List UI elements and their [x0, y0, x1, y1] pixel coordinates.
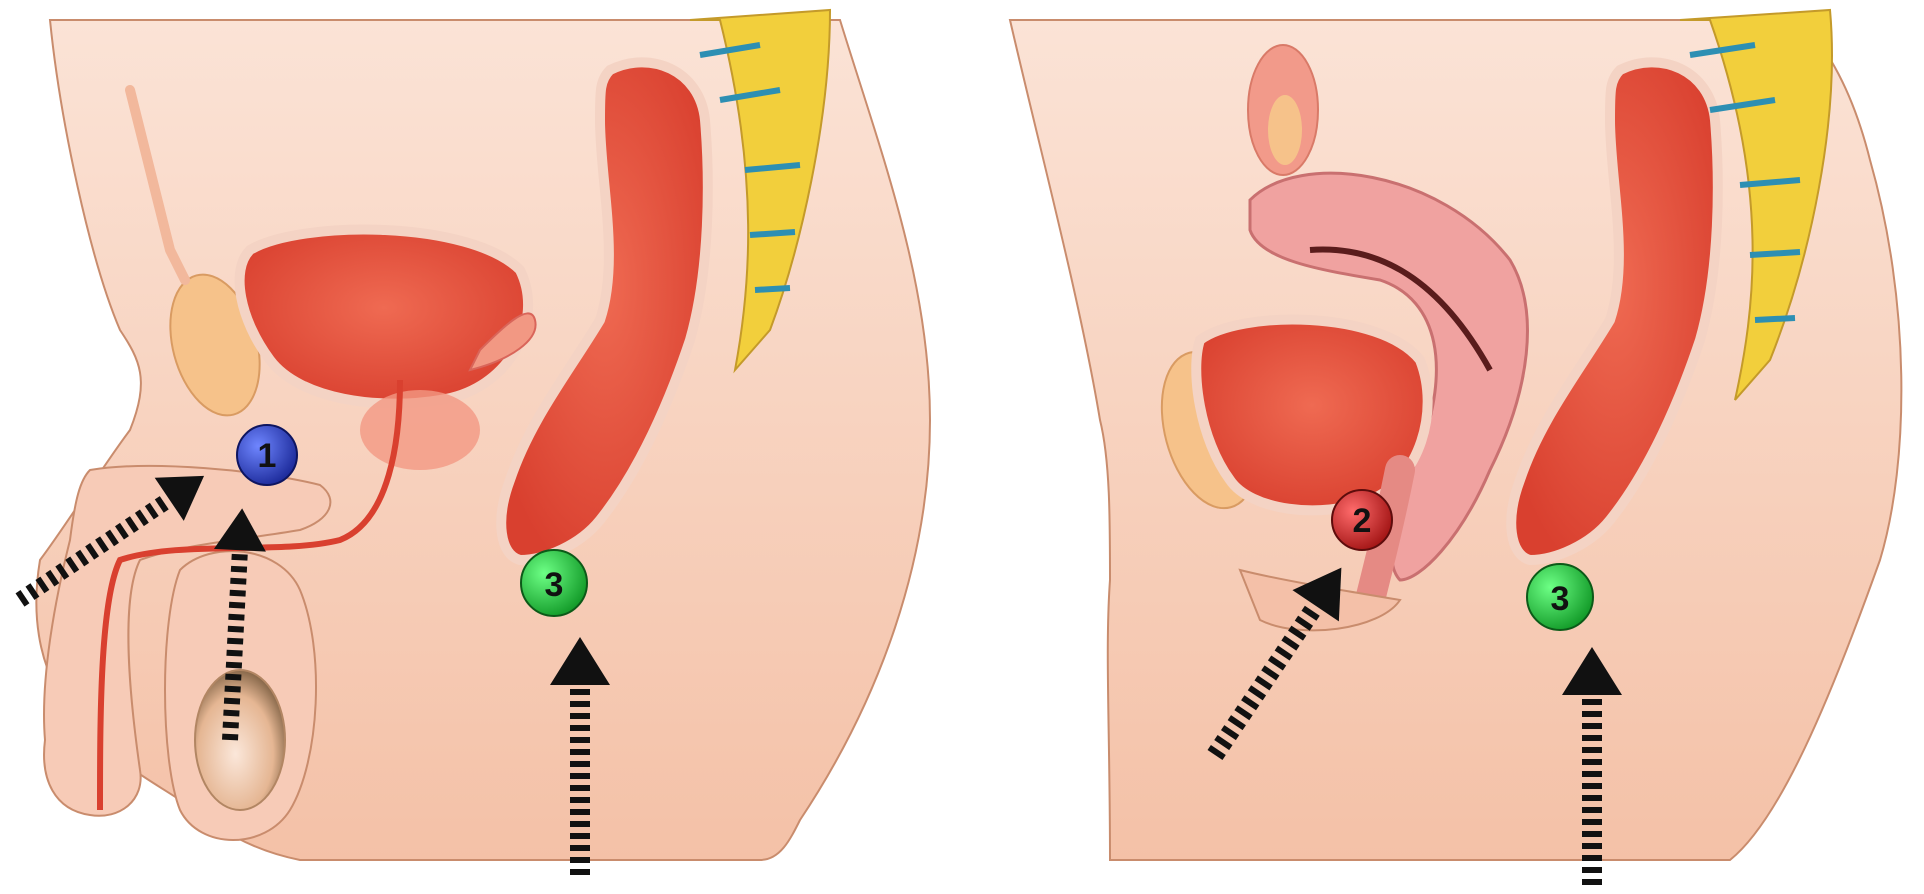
female-ovary-inner: [1268, 95, 1302, 165]
female-marker-3: 3: [1527, 564, 1593, 630]
male-marker-3: 3: [521, 550, 587, 616]
marker-2: 2: [1332, 490, 1392, 550]
male-prostate: [360, 390, 480, 470]
male-marker-3-label: 3: [545, 566, 564, 604]
male-bladder: [240, 230, 528, 404]
marker-2-label: 2: [1353, 502, 1372, 540]
marker-1: 1: [237, 425, 297, 485]
female-panel: [1010, 10, 1901, 860]
male-panel: [36, 10, 930, 860]
female-marker-3-label: 3: [1551, 580, 1570, 618]
marker-1-label: 1: [258, 437, 277, 475]
